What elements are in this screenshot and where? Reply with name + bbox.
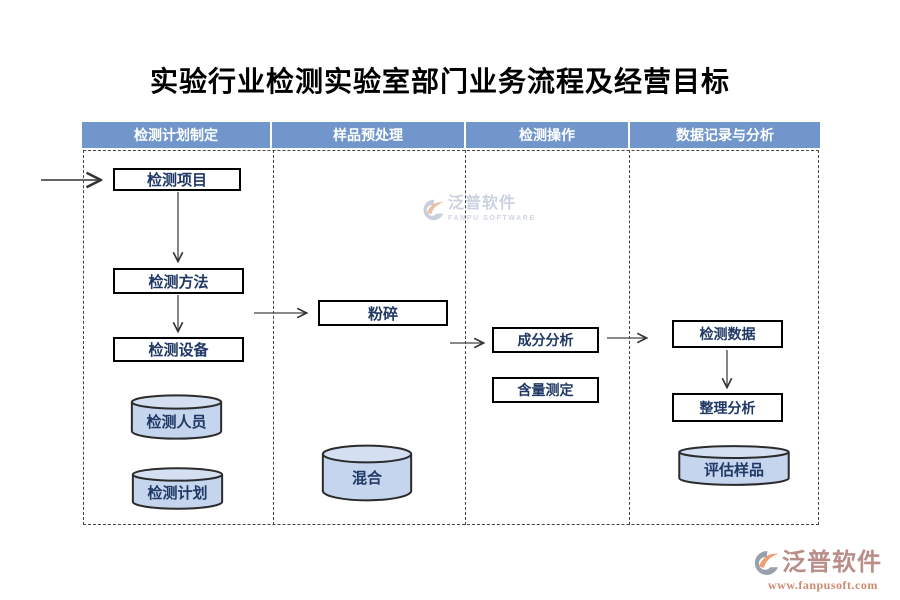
footer-logo: 泛普软件 www.fanpusoft.com xyxy=(752,548,897,593)
process-box-test-data: 检测数据 xyxy=(672,320,783,348)
cylinder-test-personnel: 检测人员 xyxy=(130,394,223,440)
node-label: 整理分析 xyxy=(699,399,756,416)
lane-header-label: 数据记录与分析 xyxy=(676,127,774,143)
node-label: 检测计划 xyxy=(147,485,208,502)
node-label: 成分分析 xyxy=(517,332,574,348)
node-label: 含量测定 xyxy=(517,382,574,398)
node-label: 评估样品 xyxy=(703,462,764,479)
lane-header-sample-pretreatment: 样品预处理 xyxy=(272,122,464,148)
watermark-subtitle: FANPU SOFTWARE xyxy=(448,215,536,222)
cylinder-shape xyxy=(131,467,224,510)
lane-header-data-record-analysis: 数据记录与分析 xyxy=(630,122,820,148)
lane-header-label: 样品预处理 xyxy=(333,127,403,143)
node-label: 检测方法 xyxy=(148,273,209,291)
process-box-test-items: 检测项目 xyxy=(113,168,241,191)
lane-divider xyxy=(465,150,466,525)
process-box-content-determination: 含量测定 xyxy=(492,377,599,403)
swimlane-container xyxy=(83,150,819,525)
node-label: 混合 xyxy=(351,469,382,487)
process-box-component-analysis: 成分分析 xyxy=(492,327,599,353)
fanpu-logo-icon xyxy=(754,551,778,575)
node-label: 检测人员 xyxy=(146,413,207,431)
cylinder-evaluate-sample: 评估样品 xyxy=(677,445,791,486)
process-box-organize-analysis: 整理分析 xyxy=(672,393,783,422)
center-watermark: 泛普软件 FANPU SOFTWARE xyxy=(421,196,536,224)
process-box-crush: 粉碎 xyxy=(318,300,448,326)
lane-header-label: 检测操作 xyxy=(519,127,575,143)
node-label: 检测设备 xyxy=(148,342,209,359)
process-box-test-equipment: 检测设备 xyxy=(113,337,244,362)
cylinder-mix: 混合 xyxy=(321,444,413,502)
footer-website: www.fanpusoft.com xyxy=(768,578,878,592)
watermark-brand: 泛普软件 xyxy=(448,195,517,212)
fanpu-logo-icon xyxy=(423,199,444,221)
page-title: 实验行业检测实验室部门业务流程及经营目标 xyxy=(149,67,730,98)
cylinder-shape xyxy=(321,444,413,502)
lane-header-testing-operation: 检测操作 xyxy=(466,122,628,148)
footer-brand: 泛普软件 xyxy=(782,550,882,576)
cylinder-test-plan: 检测计划 xyxy=(131,467,224,510)
cylinder-shape xyxy=(130,394,223,440)
lane-divider xyxy=(273,150,274,525)
process-box-test-method: 检测方法 xyxy=(113,268,244,294)
lane-divider xyxy=(629,150,630,525)
node-label: 检测项目 xyxy=(146,172,207,189)
cylinder-shape xyxy=(677,445,791,486)
node-label: 粉碎 xyxy=(367,305,398,323)
lane-header-testing-plan: 检测计划制定 xyxy=(82,122,270,148)
node-label: 检测数据 xyxy=(699,326,756,342)
lane-header-label: 检测计划制定 xyxy=(134,127,218,143)
